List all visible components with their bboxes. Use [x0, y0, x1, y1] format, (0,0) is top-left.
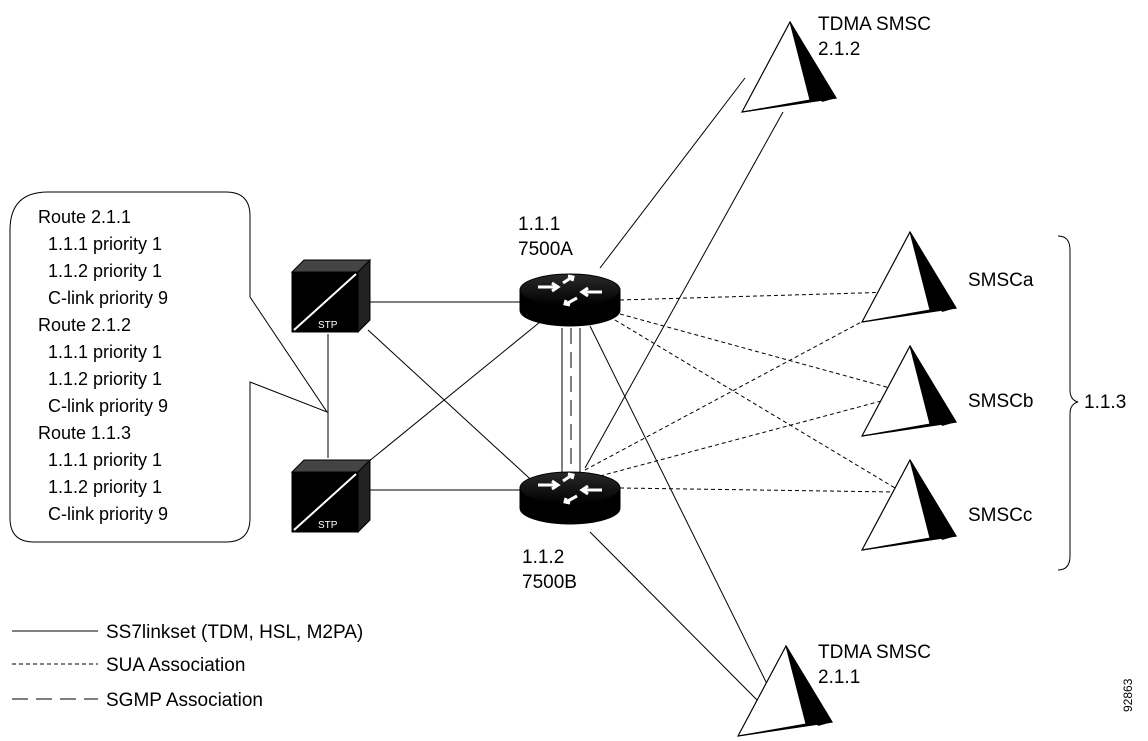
router-b-name: 7500B: [522, 572, 577, 593]
callout-line-7: 1.1.2 priority 1: [48, 369, 162, 389]
sua-link-routerA-smscc: [614, 319, 896, 489]
smscc-node: [860, 458, 957, 551]
stp-device-top: STP: [290, 258, 372, 334]
legend: SS7linkset (TDM, HSL, M2PA) SUA Associat…: [12, 622, 363, 711]
figure-id: 92863: [1121, 678, 1135, 712]
sua-link-routerB-smsca: [584, 311, 881, 471]
router-a-pointcode: 1.1.1: [518, 214, 560, 235]
tdma-smsc-212-node: [740, 20, 837, 113]
tdma-smsc-211-title: TDMA SMSC: [818, 642, 931, 663]
tdma-smsc-211-pointcode: 2.1.1: [818, 667, 860, 688]
callout-line-4: C-link priority 9: [48, 288, 168, 308]
ss7-linksets: [327, 77, 784, 709]
ss7-link-stp2-routerA: [367, 321, 541, 463]
router-a-name: 7500A: [518, 239, 573, 260]
ss7-link-routerB-tdma212: [584, 111, 784, 469]
ss7-link-routerA-tdma211: [589, 325, 771, 691]
smsc-group-pointcode: 1.1.3: [1084, 392, 1126, 413]
sua-link-routerB-smscb: [599, 399, 886, 477]
router-7500a: [519, 273, 621, 327]
callout-line-12: C-link priority 9: [48, 504, 168, 524]
callout-line-6: 1.1.1 priority 1: [48, 342, 162, 362]
smsca-node: [860, 230, 957, 323]
smscc-label: SMSCc: [968, 505, 1032, 526]
sua-associations: [584, 291, 896, 493]
callout-line-1: Route 2.1.1: [38, 207, 131, 227]
smsc-group-brace: [1057, 235, 1079, 571]
smsca-label: SMSCa: [968, 270, 1034, 291]
stp-device-bottom: STP: [290, 458, 372, 534]
tdma-smsc-212-pointcode: 2.1.2: [818, 39, 860, 60]
callout-line-8: C-link priority 9: [48, 396, 168, 416]
router-7500b: [519, 471, 621, 525]
callout-line-2: 1.1.1 priority 1: [48, 234, 162, 254]
sua-link-routerA-smscb: [619, 313, 891, 389]
smscb-label: SMSCb: [968, 391, 1033, 412]
callout-bubble: [9, 191, 329, 543]
sua-link-routerA-smsca: [619, 291, 896, 301]
route-priority-callout: Route 2.1.1 1.1.1 priority 1 1.1.2 prior…: [9, 191, 329, 543]
ss7-link-routerB-tdma211: [589, 531, 766, 709]
stp-top-label: STP: [318, 320, 338, 331]
ss7-link-stp1-routerB: [367, 329, 541, 489]
callout-line-5: Route 2.1.2: [38, 315, 131, 335]
router-b-pointcode: 1.1.2: [522, 547, 564, 568]
callout-line-11: 1.1.2 priority 1: [48, 477, 162, 497]
legend-ss7-label: SS7linkset (TDM, HSL, M2PA): [106, 622, 363, 643]
legend-sua-label: SUA Association: [106, 655, 245, 676]
callout-line-10: 1.1.1 priority 1: [48, 450, 162, 470]
sua-link-routerB-smscc: [619, 487, 896, 493]
callout-line-3: 1.1.2 priority 1: [48, 261, 162, 281]
tdma-smsc-212-title: TDMA SMSC: [818, 14, 931, 35]
ss7-link-routerA-tdma212: [599, 77, 746, 269]
tdma-smsc-211-node: [736, 644, 833, 737]
callout-line-9: Route 1.1.3: [38, 423, 131, 443]
stp-bottom-label: STP: [318, 520, 338, 531]
smscb-node: [860, 344, 957, 437]
legend-sgmp-label: SGMP Association: [106, 690, 263, 711]
